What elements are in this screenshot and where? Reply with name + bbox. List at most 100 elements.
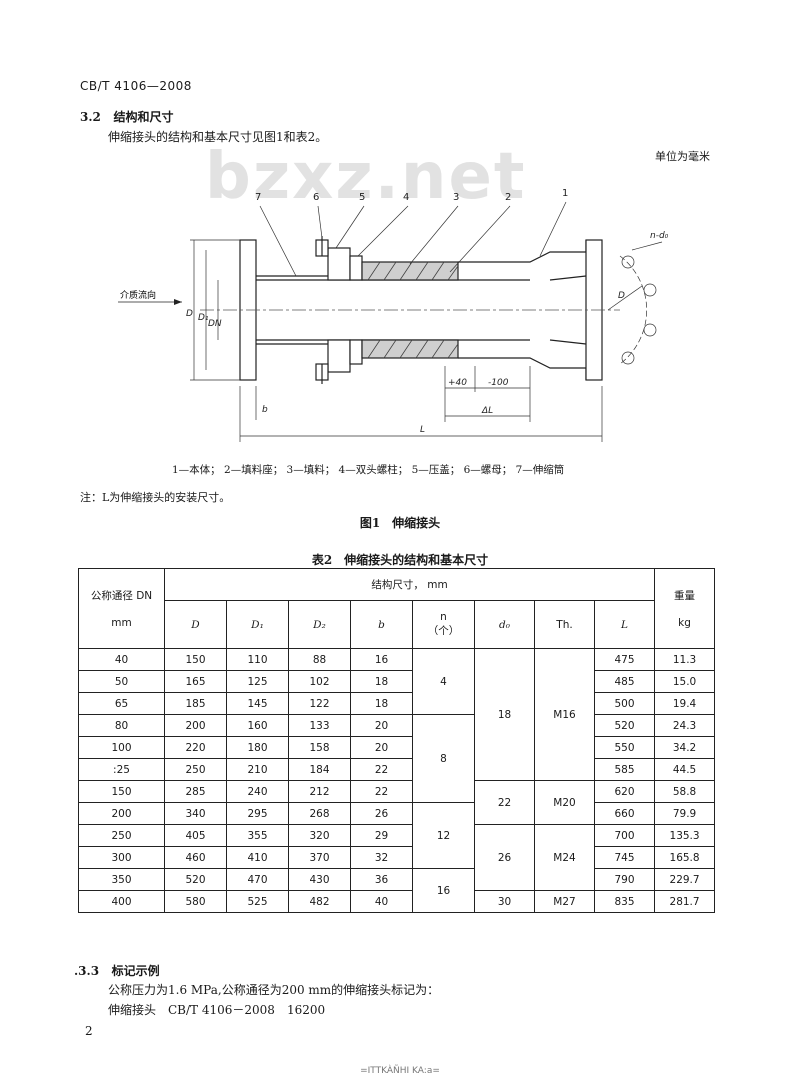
section-3-3-heading: .3.3 标记示例 [74, 962, 160, 979]
section-number: .3.3 [74, 964, 100, 978]
callout-2: 2 [505, 192, 511, 203]
cell-n: 12 [412, 802, 475, 869]
header-L: L [593, 600, 656, 649]
callout-3: 3 [453, 192, 459, 203]
cell-kg: 281.7 [654, 890, 716, 913]
header-struct: 结构尺寸， mm [163, 568, 656, 601]
cell-b: 18 [350, 670, 413, 693]
cell-D2: 133 [288, 714, 351, 737]
cell-kg: 165.8 [654, 846, 716, 869]
cell-D1: 240 [226, 780, 289, 803]
cell-D2: 122 [288, 692, 351, 715]
cell-D: 580 [164, 890, 227, 913]
cell-D2: 268 [288, 802, 351, 825]
cell-b: 32 [350, 846, 413, 869]
dim-DN: DN [208, 319, 222, 329]
header-d0: d₀ [474, 600, 535, 649]
cell-D1: 295 [226, 802, 289, 825]
cell-dn: 65 [78, 692, 165, 715]
section-title: 标记示例 [111, 964, 160, 978]
callout-4: 4 [403, 192, 409, 203]
cell-b: 22 [350, 758, 413, 781]
cell-b: 26 [350, 802, 413, 825]
cell-D: 285 [164, 780, 227, 803]
table-row: 400 580 525 482 40 30 M27 835 281.7 [78, 890, 716, 913]
section-3-2-heading: 3.2 结构和尺寸 [80, 108, 173, 125]
cell-dn: 100 [78, 736, 165, 759]
cell-b: 20 [350, 714, 413, 737]
section-title: 结构和尺寸 [113, 110, 174, 124]
page-number: 2 [85, 1024, 93, 1038]
cell-b: 20 [350, 736, 413, 759]
dim-minus100: -100 [488, 378, 509, 388]
dimension-table: 公称通径 DN mm 结构尺寸， mm 重量 kg D D₁ D₂ b n （个… [78, 568, 716, 913]
cell-th: M27 [534, 890, 595, 913]
cell-n: 4 [412, 648, 475, 715]
marking-example-text: 公称压力为1.6 MPa,公称通径为200 mm的伸缩接头标记为： [108, 983, 440, 997]
table-row: 100 220 180 158 20 550 34.2 [78, 736, 716, 759]
cell-kg: 135.3 [654, 824, 716, 847]
cell-D2: 158 [288, 736, 351, 759]
table-row: 50 165 125 102 18 485 15.0 [78, 670, 716, 693]
cell-dn: 150 [78, 780, 165, 803]
cell-th: M24 [534, 824, 595, 891]
cell-kg: 229.7 [654, 868, 716, 891]
cell-D1: 180 [226, 736, 289, 759]
cell-kg: 24.3 [654, 714, 716, 737]
figure-legend: 1—本体； 2—填料座； 3—填料； 4—双头螺柱； 5—压盖； 6—螺母； 7… [172, 464, 565, 476]
cell-D: 340 [164, 802, 227, 825]
dim-n-d0: n-d₀ [650, 231, 669, 241]
cell-d0: 22 [474, 780, 535, 825]
cell-th: M20 [534, 780, 595, 825]
dim-D-right: D [618, 291, 625, 301]
watermark: bzxz.net [205, 140, 527, 214]
cell-n: 8 [412, 714, 475, 803]
cell-D: 220 [164, 736, 227, 759]
table-header-row-2: D D₁ D₂ b n （个） d₀ Th. L [79, 600, 715, 649]
header-n-unit: （个） [427, 625, 460, 637]
cell-D: 250 [164, 758, 227, 781]
cell-th: M16 [534, 648, 595, 781]
table-row: 350 520 470 430 36 16 790 229.7 [78, 868, 716, 913]
cell-d0: 30 [474, 890, 535, 913]
cell-L: 475 [593, 648, 656, 671]
cell-L: 485 [593, 670, 656, 693]
dim-L: L [420, 425, 425, 435]
cell-D1: 410 [226, 846, 289, 869]
header-mass-unit: kg [678, 617, 691, 629]
cell-b: 36 [350, 868, 413, 891]
cell-D2: 184 [288, 758, 351, 781]
header-dn-unit: mm [111, 617, 132, 629]
page-footer: =ITTKÀÑHI KA:a= [360, 1066, 440, 1076]
cell-b: 16 [350, 648, 413, 671]
cell-dn: :25 [78, 758, 165, 781]
dim-D1: D₁ [198, 313, 209, 323]
cell-D1: 145 [226, 692, 289, 715]
callout-1: 1 [562, 188, 568, 199]
cell-kg: 79.9 [654, 802, 716, 825]
table-row: 200 340 295 268 26 12 660 79.9 [78, 802, 716, 869]
cell-kg: 11.3 [654, 648, 716, 671]
callout-7: 7 [255, 192, 261, 203]
dim-D: D [186, 309, 193, 319]
cell-b: 18 [350, 692, 413, 715]
cell-L: 520 [593, 714, 656, 737]
cell-D2: 212 [288, 780, 351, 803]
header-D2: D₂ [288, 600, 351, 649]
table-row: 40 150 110 88 16 4 18 M16 475 11.3 [78, 648, 716, 781]
table-row: 150 285 240 212 22 22 M20 620 58.8 [78, 780, 716, 825]
callout-6: 6 [313, 192, 319, 203]
cell-L: 745 [593, 846, 656, 869]
cell-n: 16 [412, 868, 475, 913]
marking-example-code: 伸缩接头 CB/T 4106－2008 16200 [108, 1003, 326, 1017]
table-row: 80 200 160 133 20 8 520 24.3 [78, 714, 716, 803]
cell-d0: 18 [474, 648, 535, 781]
cell-kg: 19.4 [654, 692, 716, 715]
cell-D: 185 [164, 692, 227, 715]
table-header-row-1: 公称通径 DN mm 结构尺寸， mm 重量 kg [78, 568, 716, 649]
cell-dn: 40 [78, 648, 165, 671]
cell-D: 165 [164, 670, 227, 693]
callout-5: 5 [359, 192, 365, 203]
cell-D2: 482 [288, 890, 351, 913]
cell-b: 40 [350, 890, 413, 913]
